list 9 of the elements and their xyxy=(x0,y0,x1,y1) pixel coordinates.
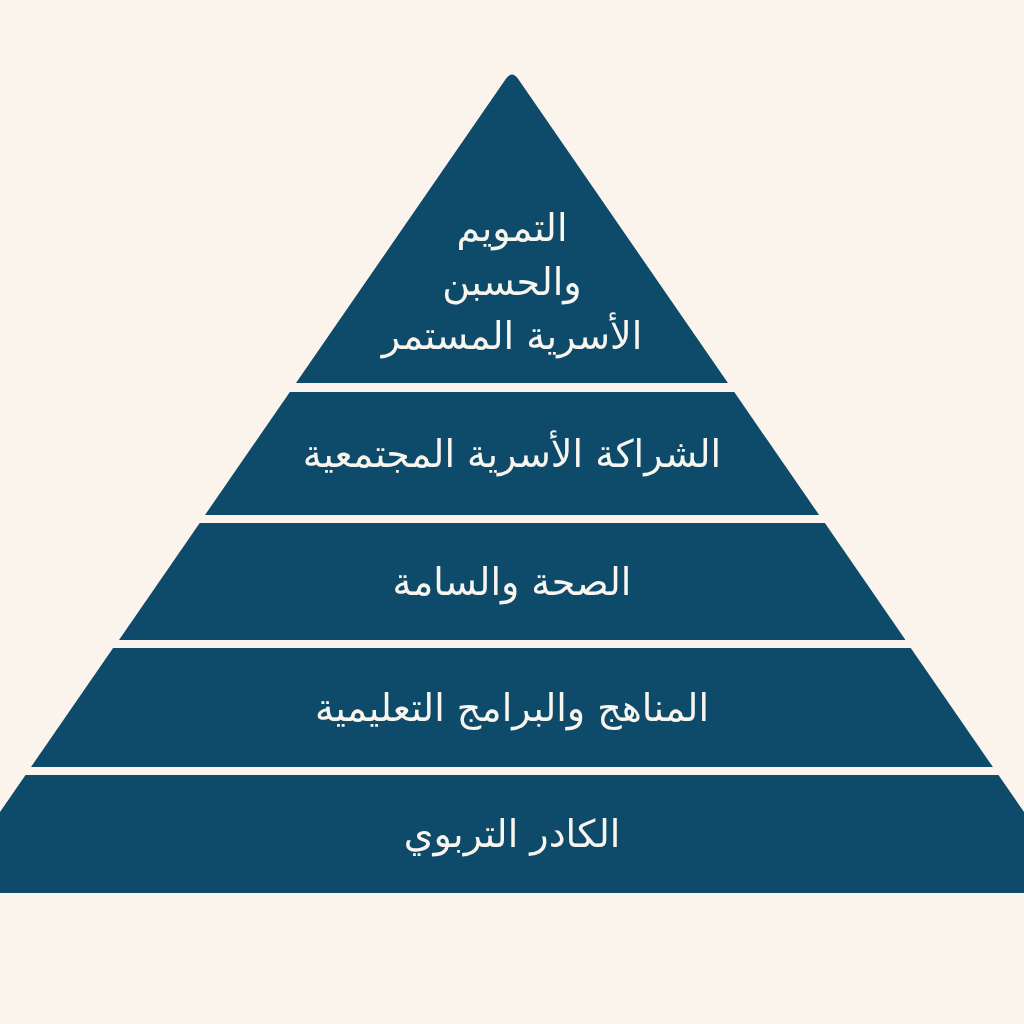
tier-label: الكادر التربوي xyxy=(403,811,621,859)
tier-label: المناهج والبرامج التعليمية xyxy=(314,684,709,733)
pyramid-tier xyxy=(0,775,1024,893)
tier-label: التمويم والحسبن الأسرية المستمر xyxy=(381,205,643,361)
pyramid-tier xyxy=(31,648,993,767)
tier-label: الشراكة الأسرية المجتمعية xyxy=(302,429,722,479)
pyramid-tier xyxy=(204,392,820,515)
pyramid-tier xyxy=(118,523,906,640)
tier-label: الصحة والسامة xyxy=(392,558,632,607)
